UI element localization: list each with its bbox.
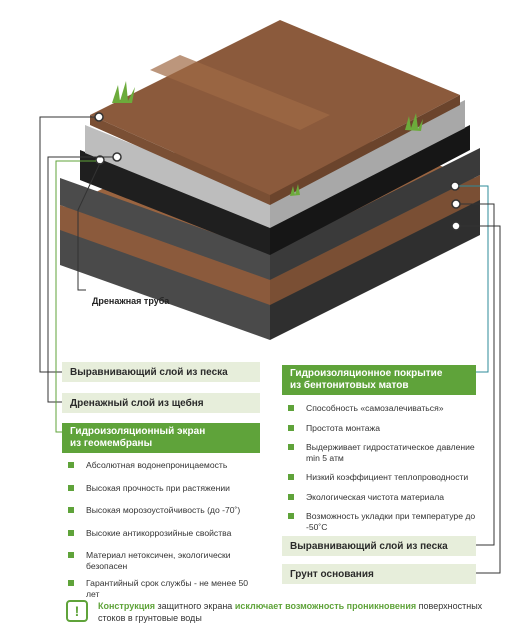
layer-top-sand-side-right (270, 95, 460, 205)
base-soil-label: Грунт основания (282, 564, 476, 584)
leader-line-base-soil (460, 225, 501, 574)
layer-gravel-side-right (270, 100, 465, 228)
pipe-label: Дренажная труба (92, 296, 170, 306)
footnote: Конструкция защитного экрана исключает в… (98, 601, 498, 624)
layer-geomembrane-side-left (80, 150, 270, 255)
layer-sand-bottom-right (270, 175, 480, 305)
bentonite-feature-list: Способность «самозалечиваться» Простота … (286, 403, 476, 532)
list-item: Гарантийный срок службы - не менее 50 ле… (66, 578, 256, 599)
right-sand-layer-label: Выравнивающий слой из песка (282, 536, 476, 556)
layer-base-soil-side-right (270, 195, 480, 340)
layer-base-soil-side-left (60, 225, 270, 340)
gravel-layer-label: Дренажный слой из щебня (62, 393, 260, 413)
note-part2: защитного экрана (155, 601, 235, 611)
list-item: Низкий коэффициент теплопроводности (286, 472, 476, 483)
geomembrane-title-line2: из геомембраны (70, 438, 153, 449)
note-part1: Конструкция (98, 601, 156, 611)
bentonite-title-line1: Гидроизоляционное покрытие (290, 368, 443, 379)
grass-icon (290, 184, 300, 196)
layer-bentonite-side-left (60, 178, 270, 280)
leader-line-gravel (47, 156, 113, 403)
list-item: Абсолютная водонепроницаемость (66, 460, 256, 471)
bentonite-title-line2: из бентонитовых матов (290, 380, 409, 391)
sand-layer-label: Выравнивающий слой из песка (62, 362, 260, 382)
leader-line-pipe (77, 162, 101, 291)
list-item: Экологическая чистота материала (286, 492, 476, 503)
list-item: Возможность укладки при температуре до -… (286, 511, 476, 532)
geomembrane-feature-list: Абсолютная водонепроницаемость Высокая п… (66, 460, 256, 599)
leader-line-right-sand (460, 203, 495, 546)
leader-line-bentonite (459, 185, 489, 373)
grass-icon (405, 113, 423, 131)
leader-line-geomembrane (55, 160, 96, 433)
list-item: Выдерживает гидростатическое давление mi… (286, 442, 476, 463)
layer-bentonite-side-right (270, 148, 480, 280)
layer-sand-bottom-left (60, 205, 270, 305)
marker-dot-right-sand (451, 199, 461, 209)
note-part3: исключает возможность проникновения (234, 601, 417, 611)
marker-dot-gravel (112, 152, 122, 162)
geomembrane-title: Гидроизоляционный экран из геомембраны (62, 423, 260, 453)
layer-gravel-side-left (85, 125, 270, 228)
exclamation-icon: ! (66, 600, 88, 622)
layer-top-sand-side-left (90, 115, 270, 205)
list-item: Материал нетоксичен, экологически безопа… (66, 550, 256, 571)
geomembrane-title-line1: Гидроизоляционный экран (70, 426, 206, 437)
layer-top-sand-highlight (150, 55, 330, 130)
marker-dot-sand (94, 112, 104, 122)
layer-geomembrane-side-right (270, 125, 470, 255)
marker-dot-bentonite (450, 181, 460, 191)
list-item: Способность «самозалечиваться» (286, 403, 476, 414)
list-item: Высокая морозоустойчивость (до -70˚) (66, 505, 256, 516)
marker-dot-base-soil (451, 221, 461, 231)
bentonite-title: Гидроизоляционное покрытие из бентонитов… (282, 365, 476, 395)
list-item: Высокие антикоррозийные свойства (66, 528, 256, 539)
note-part4: поверхностных стоков в грунтовые воды (98, 601, 483, 623)
list-item: Высокая прочность при растяжении (66, 483, 256, 494)
list-item: Простота монтажа (286, 423, 476, 434)
leader-line-sand (39, 116, 95, 373)
grass-icon (112, 81, 135, 103)
